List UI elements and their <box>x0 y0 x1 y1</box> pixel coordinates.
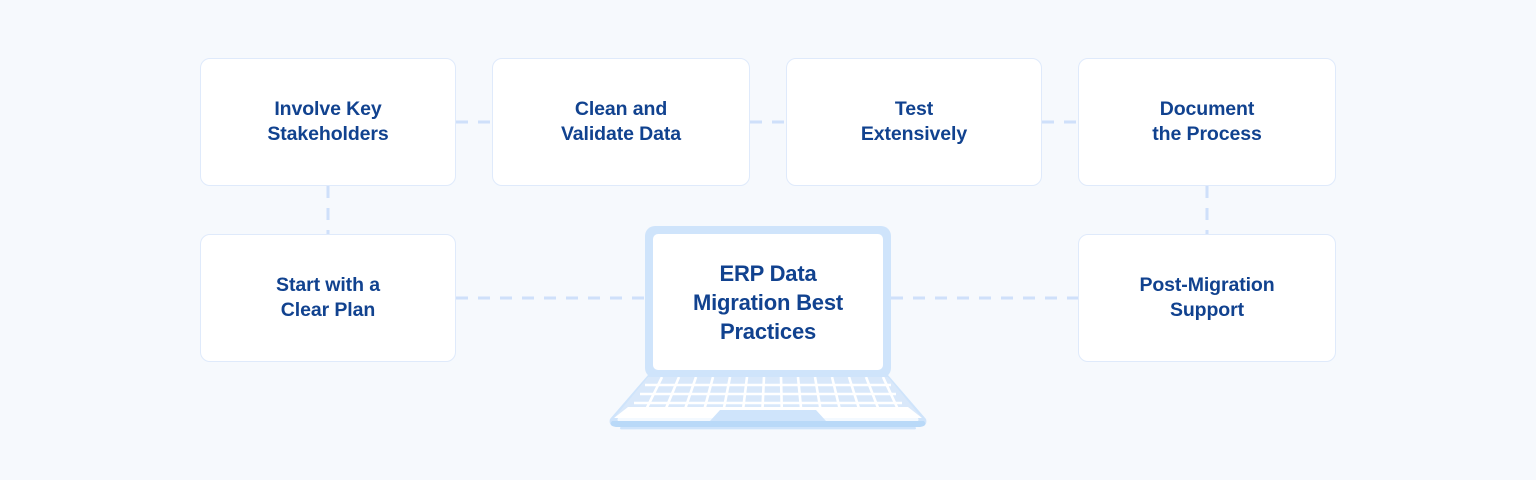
laptop-foot-shadow <box>620 427 916 430</box>
card-label: Involve Key Stakeholders <box>267 98 389 145</box>
card-involve-key-stakeholders[interactable]: Involve Key Stakeholders <box>200 58 456 186</box>
card-label: Test Extensively <box>860 98 968 145</box>
laptop-icon: ERP Data Migration Best Practices <box>604 226 932 436</box>
card-clean-and-validate-data[interactable]: Clean and Validate Data <box>492 58 750 186</box>
card-label: Document the Process <box>1152 98 1262 145</box>
laptop-keyboard <box>614 377 922 418</box>
laptop-base <box>609 375 927 430</box>
card-label: Clean and Validate Data <box>560 98 682 145</box>
card-label: Start with a Clear Plan <box>276 274 380 321</box>
card-label: Post-Migration Support <box>1139 274 1275 321</box>
card-post-migration-support[interactable]: Post-Migration Support <box>1078 234 1336 362</box>
card-test-extensively[interactable]: Test Extensively <box>786 58 1042 186</box>
laptop-trackpad <box>710 410 826 421</box>
laptop-screen: ERP Data Migration Best Practices <box>653 234 883 370</box>
laptop-front-lip <box>610 421 926 427</box>
card-start-with-a-clear-plan[interactable]: Start with a Clear Plan <box>200 234 456 362</box>
center-title: ERP Data Migration Best Practices <box>693 260 843 344</box>
laptop-screen-bezel: ERP Data Migration Best Practices <box>645 226 891 378</box>
card-document-the-process[interactable]: Document the Process <box>1078 58 1336 186</box>
